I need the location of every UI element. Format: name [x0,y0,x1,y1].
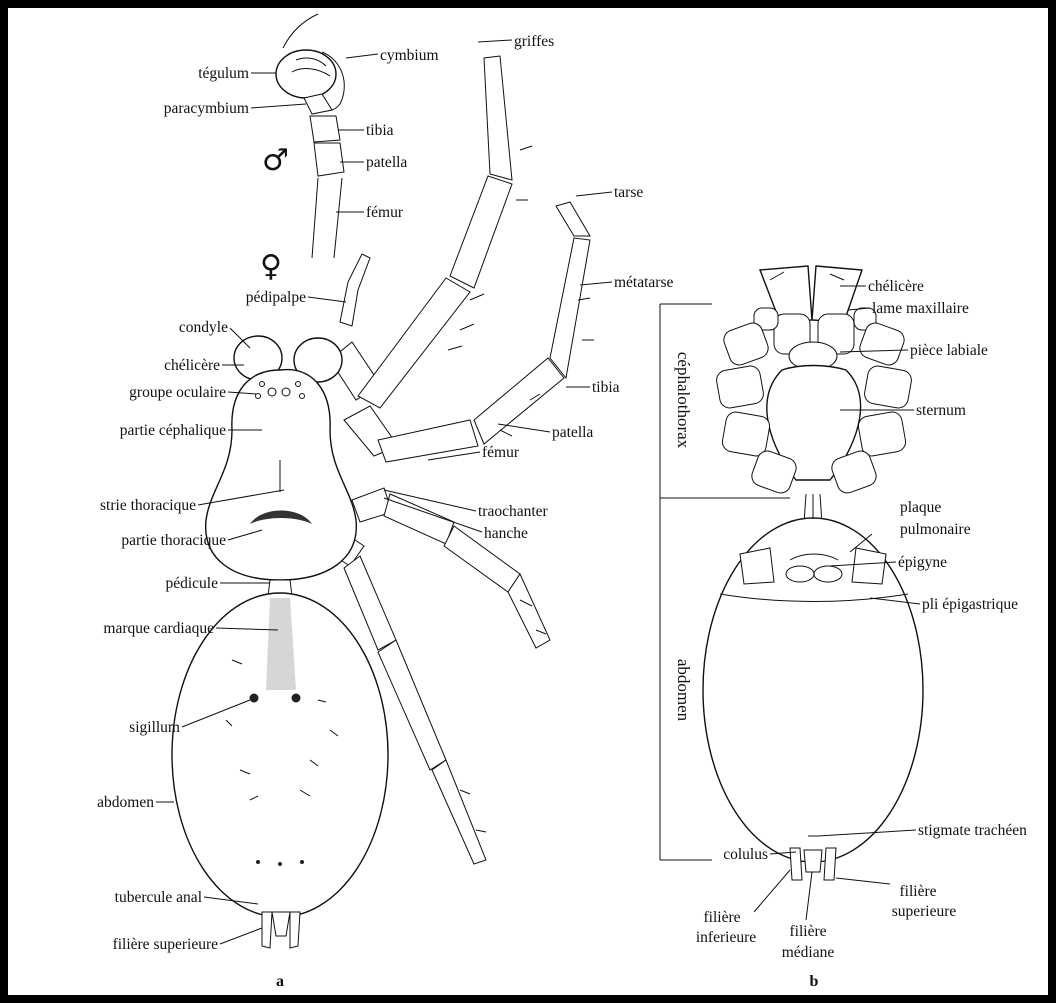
spider-anatomy-figure: tégulum cymbium paracymbium tibia ♂ pate… [0,0,1056,1003]
figure-border [0,0,1056,1003]
